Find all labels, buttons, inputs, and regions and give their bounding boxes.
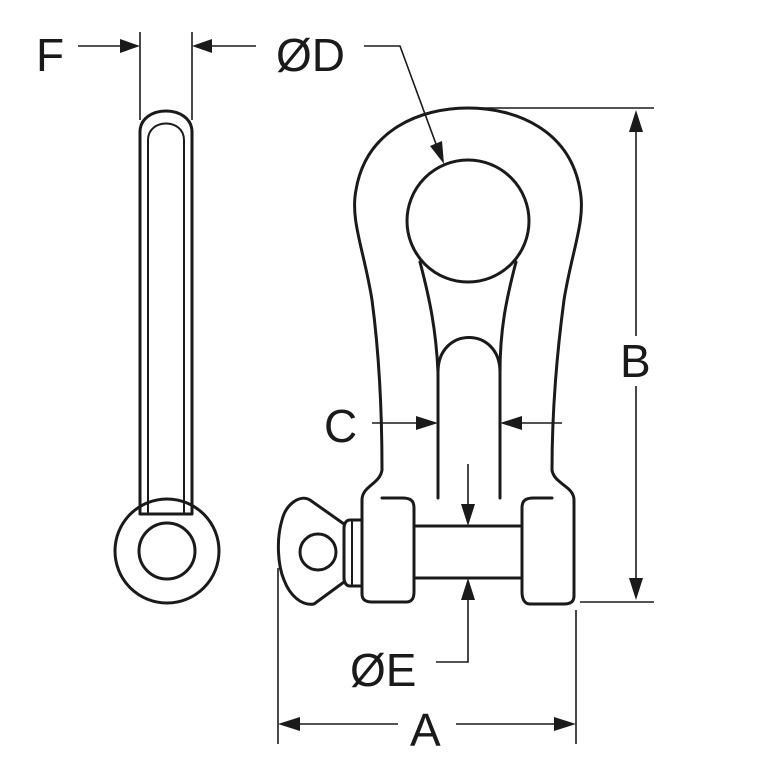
bow-right-inner-curve bbox=[498, 260, 518, 374]
side-view-body-outline bbox=[138, 109, 194, 516]
dimension-c-label: C bbox=[324, 400, 357, 452]
bow-inner-outline bbox=[436, 336, 502, 500]
bow-hole bbox=[405, 158, 531, 284]
dimension-e: ØE bbox=[350, 464, 475, 696]
pin-collar bbox=[342, 518, 364, 588]
side-view-inner-line bbox=[147, 122, 185, 513]
side-view-pin-eye-inner bbox=[137, 521, 197, 581]
shackle-side-view bbox=[113, 109, 221, 605]
dimension-c: C bbox=[324, 400, 562, 452]
dimension-b-arrow-top bbox=[629, 110, 643, 132]
dimension-a-arrow-left bbox=[278, 717, 300, 731]
dimension-f-label: F bbox=[36, 29, 64, 81]
dimension-d-arrow bbox=[430, 141, 444, 164]
dimension-e-label: ØE bbox=[350, 644, 416, 696]
dimension-e-arrow-bottom bbox=[461, 578, 475, 600]
right-leg-lug bbox=[520, 468, 576, 606]
dimension-a-label: A bbox=[410, 704, 441, 756]
dimension-d: ØD bbox=[276, 29, 444, 164]
dimension-b-arrow-bottom bbox=[629, 578, 643, 600]
shackle-front-view bbox=[276, 106, 583, 606]
dimension-d-label: ØD bbox=[276, 29, 345, 81]
dimension-c-arrow-right bbox=[500, 416, 522, 430]
dimension-b: B bbox=[480, 107, 658, 603]
dimension-f-arrow-right bbox=[192, 39, 212, 53]
side-view-pin-eye-outer bbox=[113, 497, 221, 605]
left-leg-lug bbox=[360, 468, 416, 604]
bow-outer-outline bbox=[353, 106, 583, 472]
dimension-b-label: B bbox=[620, 335, 651, 387]
pin-head-hole bbox=[298, 532, 338, 572]
bow-left-inner-curve bbox=[418, 260, 440, 374]
dimension-a: A bbox=[277, 568, 577, 756]
dimension-a-arrow-right bbox=[554, 717, 576, 731]
dimension-c-arrow-left bbox=[416, 416, 438, 430]
dimension-f: F bbox=[36, 29, 256, 120]
pin-head bbox=[276, 496, 346, 606]
dimension-f-arrow-left bbox=[120, 39, 140, 53]
pin-shaft bbox=[412, 524, 524, 580]
dimension-e-arrow-top bbox=[461, 504, 475, 526]
